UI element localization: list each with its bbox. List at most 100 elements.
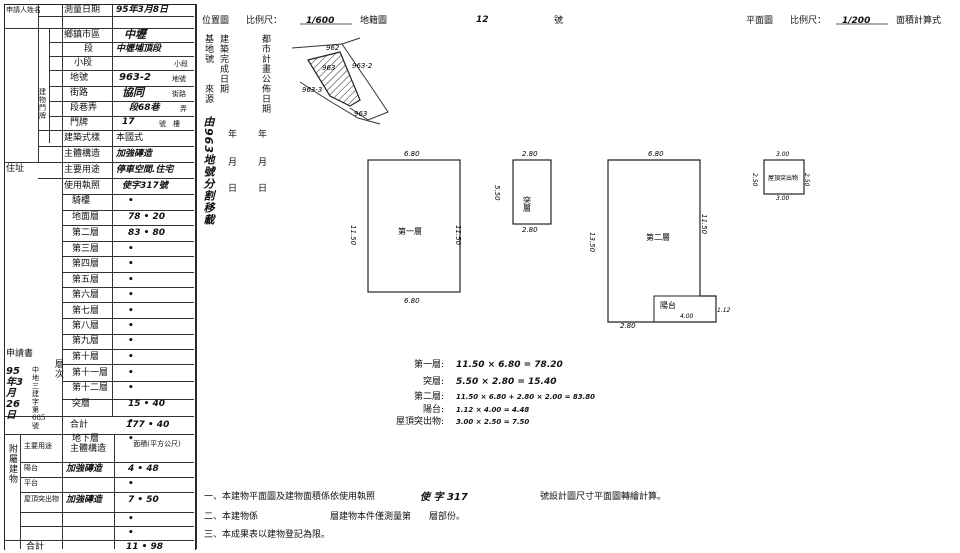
township-value: 中壢 [124, 28, 146, 41]
floor-name: 第十一層 [72, 368, 109, 378]
number-suffix: 號 樓 [159, 120, 180, 128]
style-label: 建築式樣 [64, 133, 101, 143]
roof-protrusion-width: 3.00 [776, 151, 790, 158]
month-label-2: 月 [258, 158, 268, 168]
completion-label: 建築完成日期 [218, 34, 228, 94]
location-label: 962 [326, 44, 340, 52]
attach-header-area: 面積(平方公尺) [133, 440, 181, 448]
floor1-height-left: 11.50 [349, 225, 357, 246]
section-value: 中壢埔頂段 [116, 44, 162, 54]
attachment-struct: 加強磚造 [66, 495, 103, 505]
floor-group-label: 層次 [53, 359, 63, 379]
structure-label: 主體構造 [64, 149, 101, 159]
calc-label: 屋頂突出物: [396, 417, 445, 427]
scale-label: 比例尺： [246, 16, 283, 26]
roof-structure-width-top: 2.80 [522, 150, 538, 158]
floor-area: 15 • 40 [128, 399, 166, 409]
floor-name: 第三層 [72, 244, 100, 254]
plan-label: 平面圖 [746, 16, 774, 26]
floor-area: • [128, 321, 134, 331]
floor-area: • [128, 417, 134, 427]
floor1-plan: 6.80 6.80 11.50 11.50 第一層 [349, 150, 462, 305]
attachment-use: 屋頂突出物 [24, 495, 59, 503]
floor2-bottom: 2.80 [620, 322, 636, 330]
calc-formula: 11.50 × 6.80 = 78.20 [456, 360, 563, 370]
source-value: 由963地號分割移載 [202, 116, 215, 226]
floor-area: • [128, 434, 134, 444]
floor-name: 第十層 [72, 352, 100, 362]
usage-label: 主要用途 [64, 165, 101, 175]
month-label-1: 月 [228, 158, 238, 168]
floor-area: • [128, 306, 134, 316]
floor-area: • [128, 244, 134, 254]
street-value: 協同 [122, 86, 144, 99]
attach-header-struct: 主體構造 [70, 444, 107, 454]
floor-name: 第八層 [72, 321, 100, 331]
floor-area: • [128, 368, 134, 378]
roof-structure-label: 突層 [523, 195, 532, 213]
street-suffix: 街路 [172, 90, 186, 98]
floor-area: 83 • 80 [128, 228, 166, 238]
floor-name: 第五層 [72, 275, 100, 285]
divider [196, 4, 197, 549]
balcony-width: 4.00 [680, 313, 694, 320]
calc-formula: 1.12 × 4.00 = 4.48 [456, 406, 530, 414]
roof-structure-width-bottom: 2.80 [522, 226, 538, 234]
attachment-area: 7 • 50 [128, 495, 159, 505]
table-border [4, 4, 196, 550]
location-label: 963 [354, 110, 367, 118]
floor2-width: 6.80 [648, 150, 664, 158]
note-suffix: 層建物本件僅測量第 層部份。 [330, 512, 466, 522]
attach-total-label: 合計 [26, 542, 45, 552]
section-label: 段 [84, 44, 94, 54]
floor-area: • [128, 259, 134, 269]
attach-total-value: 11 • 98 [126, 542, 164, 552]
floor-area: • [128, 336, 134, 346]
attachment-area: • [128, 479, 134, 489]
subsection-value: 小段 [174, 60, 188, 68]
floor1-width-top: 6.80 [404, 150, 420, 158]
license-value: 使字317號 [122, 181, 168, 191]
survey-date-label: 測量日期 [64, 5, 101, 15]
number-value: 17 [122, 117, 135, 127]
roof-structure-outline [512, 159, 552, 225]
usage-value: 停車空間.住宅 [116, 165, 174, 175]
total-label: 合計 [70, 420, 89, 430]
location-map: 962 963 963-2 963-3 963 [291, 37, 389, 125]
plan-drawing: 962 963 963-2 963-3 963 6.80 6.80 11.50 … [291, 23, 888, 330]
floor1-width-bottom: 6.80 [404, 297, 420, 305]
roof-structure-plan: 2.80 2.80 5.50 突層 [493, 150, 552, 234]
floor-name: 突層 [72, 399, 91, 409]
total-value: 177 • 40 [126, 420, 170, 430]
note-text: 一、本建物平面圖及建物面積係依使用執照 [204, 492, 376, 502]
floor2-plan: 6.80 13.50 11.50 2.80 第二層 陽台 4.00 1.12 [588, 150, 731, 330]
calc-formula: 3.00 × 2.50 = 7.50 [456, 418, 530, 426]
attachment-area: • [128, 528, 134, 538]
floor-name: 地下層 [72, 434, 100, 444]
calc-formula: 11.50 × 6.80 + 2.80 × 2.00 = 83.80 [456, 393, 596, 401]
balcony-label: 陽台 [660, 300, 676, 310]
lot-963-2 [307, 51, 361, 107]
day-label-2: 日 [258, 184, 268, 194]
floor1-height-right: 11.50 [454, 225, 462, 246]
roof-protrusion-width-bottom: 3.00 [776, 195, 790, 202]
year-label-2: 年 [258, 130, 268, 140]
application-office: 中地三建字第685號 [32, 366, 46, 430]
attachment-use: 平台 [24, 479, 38, 487]
floor-area: • [128, 352, 134, 362]
calc-label: 突層: [423, 377, 445, 387]
attachment-use: 陽台 [24, 464, 38, 472]
subsection-label: 小段 [74, 58, 93, 68]
number-label: 門牌 [70, 118, 89, 128]
floor1-label: 第一層 [398, 226, 422, 236]
floor-area: • [128, 275, 134, 285]
lane-suffix: 弄 [180, 105, 187, 113]
floor-name: 第二層 [72, 228, 100, 238]
roof-protrusion-label: 屋頂突出物 [768, 174, 798, 182]
floor-name: 第十二層 [72, 383, 109, 393]
attachment-struct: 加強磚造 [66, 464, 103, 474]
applicant-label: 申請人姓名 [6, 6, 41, 14]
bldg-addr-label: 建物門牌 [39, 88, 46, 120]
note-suffix: 號設計圖尺寸平面圖轉繪計算。 [540, 492, 667, 502]
